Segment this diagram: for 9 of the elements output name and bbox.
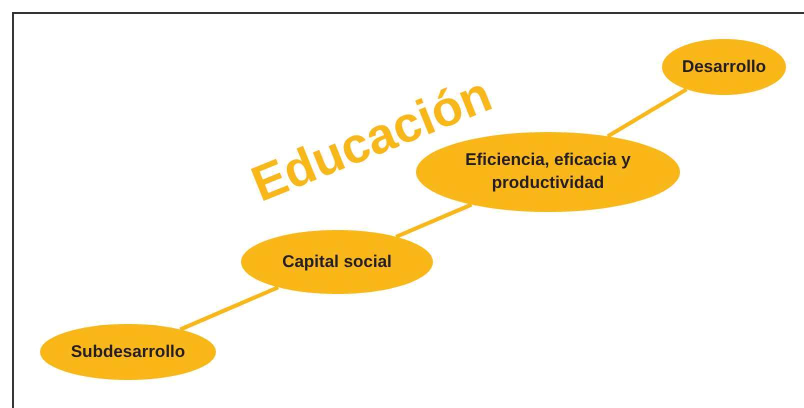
node-label: Capital social <box>282 250 392 273</box>
node-label: Subdesarrollo <box>70 340 186 363</box>
connector-line <box>606 88 688 138</box>
ellipse-node <box>241 230 433 294</box>
connector-line <box>395 202 472 239</box>
ellipse-node <box>40 324 216 380</box>
ellipse-node <box>662 39 786 95</box>
node-label: Desarrollo <box>682 56 766 78</box>
connector-line <box>180 285 280 332</box>
